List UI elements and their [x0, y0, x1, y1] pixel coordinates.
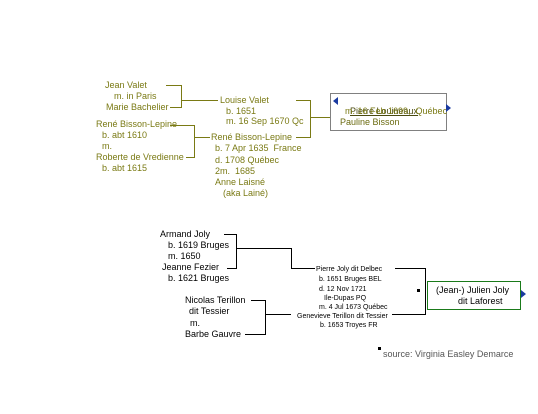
tree2-conn-par-bot: [392, 314, 425, 315]
tree2-conn-gp1-mid: [236, 248, 291, 249]
tree1-subject-link-wrap: Pierre Louineaux: [340, 95, 418, 128]
forward-arrow-icon[interactable]: [446, 104, 451, 112]
tree1-father-death: d. 1708 Québec: [215, 155, 280, 165]
tree2-subject-line1: (Jean-) Julien Joly: [436, 285, 510, 295]
tree1-conn-gp1-vert: [181, 85, 182, 108]
tree2-conn-gp1-bot: [227, 268, 236, 269]
tree1-gp1-line1: Jean Valet: [105, 80, 147, 90]
tree2-conn-gp1-top: [224, 234, 236, 235]
tree2-gp1-line2: b. 1619 Bruges: [168, 240, 230, 250]
tree1-mother-birth: b. 1651: [226, 106, 257, 116]
tree1-gp2-line4: Roberte de Vredienne: [96, 152, 184, 162]
tree2-gp2-line2: dit Tessier: [189, 306, 230, 316]
tree1-conn-parents-vert: [310, 100, 311, 138]
tree2-gp1-line3: m. 1650: [168, 251, 201, 261]
source-note: source: Virginia Easley Demarce: [383, 349, 514, 359]
tree1-gp2-line5: b. abt 1615: [102, 163, 148, 173]
tree1-father-spouse2: Anne Laisné: [215, 177, 266, 187]
tree2-parents-line7: b. 1653 Troyes FR: [320, 322, 378, 329]
tree2-gp1-line1: Armand Joly: [160, 229, 211, 239]
tree2-conn-gp2-top: [251, 300, 265, 301]
tree2-conn-parent-left-vert: [291, 248, 292, 268]
tree1-subject-spouse: Pauline Bisson: [340, 117, 400, 127]
tree1-gp1-line2: m. in Paris: [114, 91, 157, 101]
tree1-conn-gp2-bot: [186, 157, 194, 158]
tree2-parents-line6: Genevieve Terillon dit Tessier: [297, 313, 388, 320]
tree2-gp1-line5: b. 1621 Bruges: [168, 273, 230, 283]
tree2-subject-box: [427, 281, 521, 310]
tree1-gp2-line3: m.: [102, 141, 112, 151]
tree2-parents-line2: b. 1651 Bruges BEL: [319, 276, 382, 283]
forward-arrow-icon-2[interactable]: [521, 290, 526, 298]
tree1-conn-father-right: [296, 137, 310, 138]
tree1-subject-marriage: m. 16 Feb 1699, Québec: [345, 106, 448, 116]
tree2-gp2-line3: m.: [190, 318, 200, 328]
tree1-father-aka: (aka Lainé): [223, 188, 269, 198]
tree1-gp1-line3: Marie Bachelier: [106, 102, 169, 112]
tree2-conn-par-vert: [425, 268, 426, 315]
tree1-conn-gp1-bot: [170, 107, 181, 108]
tree2-conn-par-top: [395, 268, 425, 269]
tree2-conn-gp2-mid: [265, 314, 291, 315]
tree1-conn-gp1-mid: [181, 100, 218, 101]
tree1-gp2-line2: b. abt 1610: [102, 130, 148, 140]
tree1-father-2m: 2m. 1685: [215, 166, 256, 176]
tree2-gp1-line4: Jeanne Fezier: [162, 262, 220, 272]
tree1-mother-marriage: m. 16 Sep 1670 Qc: [226, 116, 304, 126]
tree2-parents-line3: d. 12 Nov 1721: [319, 286, 367, 293]
tree2-marker-square: [417, 289, 420, 292]
tree1-father-birth: b. 7 Apr 1635 France: [215, 143, 302, 153]
tree1-gp2-line1: René Bisson-Lepine: [96, 119, 178, 129]
tree2-parents-line4: Ile-Dupas PQ: [324, 295, 367, 302]
tree2-conn-gp2-bot: [245, 334, 265, 335]
tree1-conn-gp1-top: [166, 85, 181, 86]
tree2-parents-line1: Pierre Joly dit Delbec: [316, 266, 383, 273]
source-bullet: [378, 347, 381, 350]
tree2-gp2-line4: Barbe Gauvre: [185, 329, 242, 339]
tree1-conn-mother-right: [296, 100, 310, 101]
tree2-subject-line2: dit Laforest: [458, 296, 503, 306]
tree1-father-name: René Bisson-Lepine: [211, 132, 293, 142]
tree1-subject-box: [330, 93, 447, 131]
tree1-conn-gp2-mid: [194, 137, 210, 138]
tree2-conn-gp2-vert: [265, 300, 266, 335]
tree1-conn-gp2-vert: [194, 125, 195, 158]
tree1-conn-to-subject: [310, 117, 330, 118]
tree2-parents-line5: m. 4 Jul 1673 Québec: [319, 304, 388, 311]
back-arrow-icon[interactable]: [333, 97, 338, 105]
tree1-subject-name-link[interactable]: Pierre Louineaux: [350, 106, 419, 116]
tree1-mother-name: Louise Valet: [220, 95, 269, 105]
tree2-gp2-line1: Nicolas Terillon: [185, 295, 246, 305]
tree1-conn-gp2-top: [170, 125, 194, 126]
tree2-conn-parent-left-top: [291, 268, 315, 269]
tree2-conn-gp1-vert: [236, 234, 237, 269]
